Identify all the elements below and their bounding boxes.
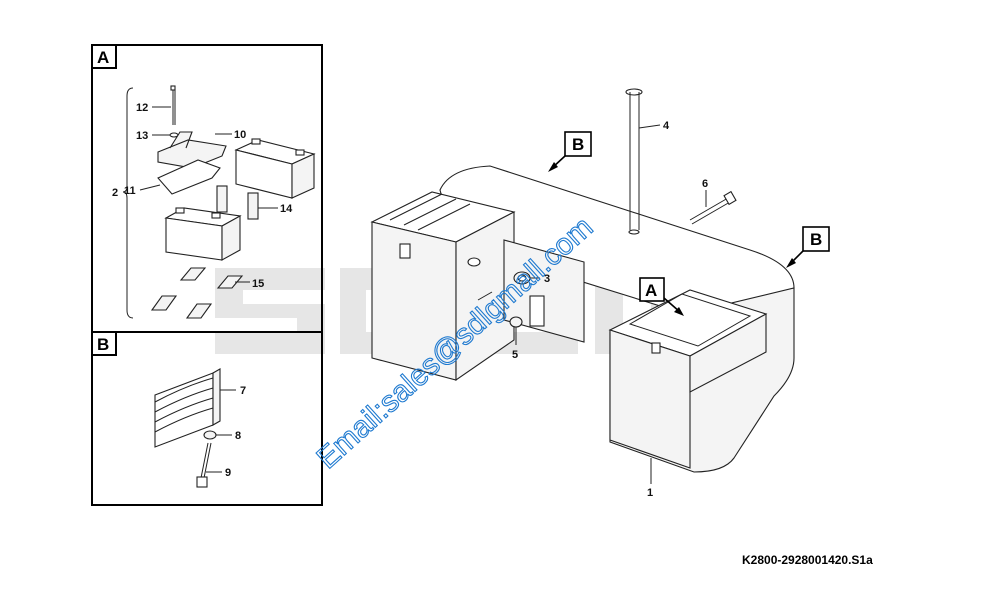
callout-6: 6 xyxy=(702,178,708,190)
callout-8: 8 xyxy=(235,430,241,442)
washer-8 xyxy=(203,430,217,440)
callout-13: 13 xyxy=(136,130,148,142)
callout-9: 9 xyxy=(225,467,231,479)
bolt-12 xyxy=(170,85,176,125)
rod-4 xyxy=(625,88,643,235)
pad-14 xyxy=(216,185,259,220)
panel-a-letter: A xyxy=(97,48,109,67)
view-label-b-top: B xyxy=(548,131,592,172)
bolt-9 xyxy=(196,442,212,488)
callout-1: 1 xyxy=(647,487,653,499)
counterweight-top xyxy=(439,165,795,333)
grille-7 xyxy=(154,368,221,448)
svg-text:A: A xyxy=(645,281,657,300)
callout-4: 4 xyxy=(663,120,670,132)
detail-panel-a: A 2 12 13 10 11 xyxy=(91,44,323,333)
pads-15 xyxy=(150,267,244,319)
panel-b-letter: B xyxy=(97,335,109,354)
plate-11 xyxy=(157,159,221,195)
callout-10: 10 xyxy=(234,129,246,141)
detail-panel-b: B 7 8 9 xyxy=(91,331,323,506)
callout-11: 11 xyxy=(124,185,136,197)
clamp-10 xyxy=(157,131,227,169)
callout-5: 5 xyxy=(512,349,518,361)
drawing-code: K2800-2928001420.S1a xyxy=(742,553,873,567)
battery-upper xyxy=(234,138,316,199)
callout-12: 12 xyxy=(136,102,148,114)
view-label-b-right: B xyxy=(786,226,830,268)
svg-text:B: B xyxy=(572,135,584,154)
svg-text:B: B xyxy=(810,230,822,249)
callout-2: 2 xyxy=(112,187,118,199)
callout-15: 15 xyxy=(252,278,264,290)
callout-14: 14 xyxy=(280,203,293,215)
pin-6 xyxy=(689,190,737,225)
battery-lower xyxy=(164,207,242,261)
callout-7: 7 xyxy=(240,385,246,397)
view-label-a-mid: A xyxy=(639,277,684,316)
plug-5 xyxy=(509,316,523,328)
callout-3: 3 xyxy=(544,273,550,285)
main-assembly xyxy=(370,88,795,484)
